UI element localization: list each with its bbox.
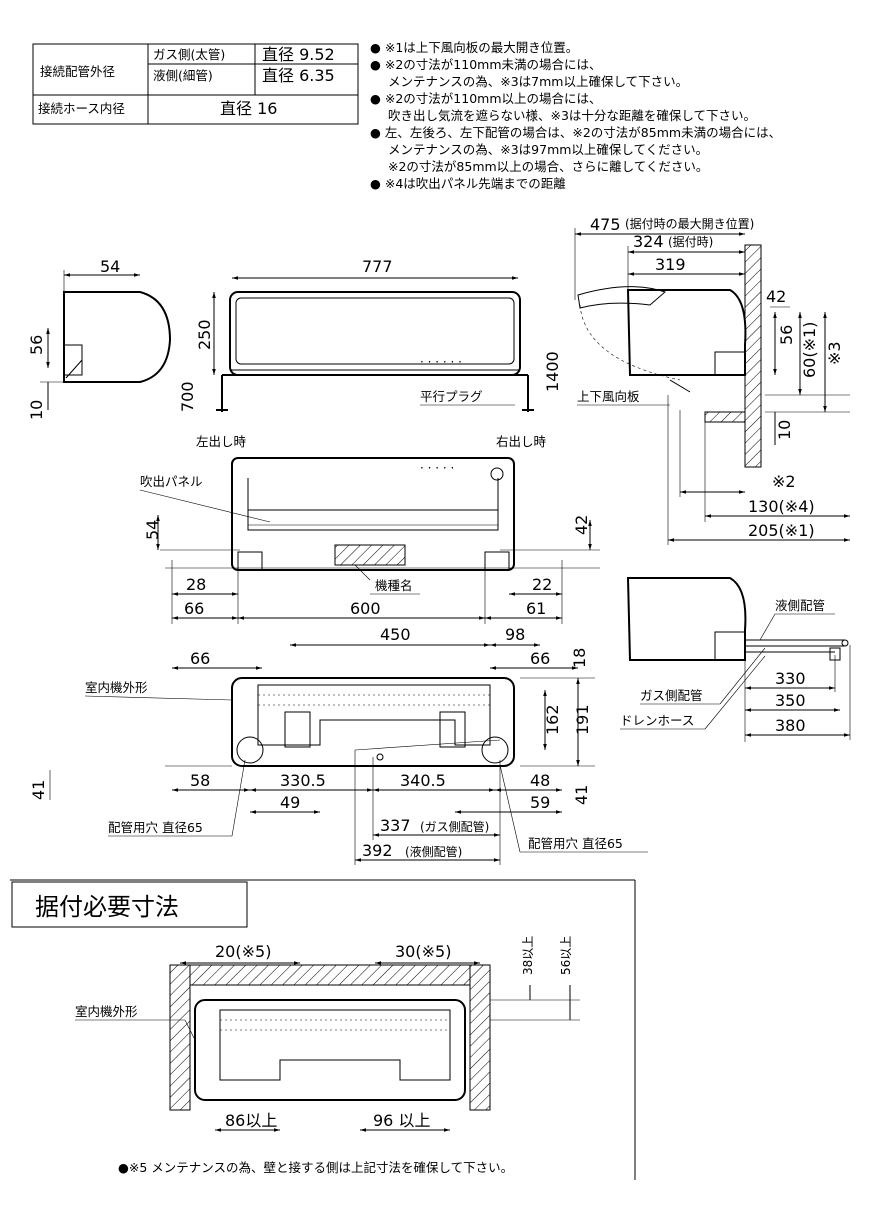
note-line: ※2の寸法が85mm以上の場合、さらに離してください。	[388, 159, 708, 174]
spec-row1-label: 接続配管外径	[40, 64, 115, 79]
dim-41-left: 41	[29, 780, 48, 800]
liquid-value: 直径 6.35	[262, 66, 335, 85]
dim-59: 59	[530, 793, 550, 812]
dim-s2: ※2	[772, 472, 796, 491]
note-line: ● ※4は吹出パネル先端までの距離	[370, 176, 566, 191]
dim-30-s5: 30(※5)	[395, 942, 451, 961]
piping-view: 液側配管 ガス側配管 ドレンホース 330 350 380	[620, 577, 851, 742]
dim-66-back-left: 66	[190, 649, 210, 668]
note-line: ● 左、左後ろ、左下配管の場合は、※2の寸法が85mm未満の場合には、	[370, 125, 781, 140]
gas-value: 直径 9.52	[262, 45, 335, 64]
plug-label: 平行プラグ	[420, 389, 483, 404]
gas-label: ガス側(太管)	[153, 47, 225, 62]
hole-right-label: 配管用穴 直径65	[528, 836, 623, 851]
dim-42-bottom: 42	[572, 515, 591, 535]
hole-left-label: 配管用穴 直径65	[108, 820, 203, 835]
dim-66: 66	[184, 599, 204, 618]
dim-700: 700	[178, 381, 197, 412]
dim-330: 330	[775, 669, 806, 688]
note-line: メンテナンスの為、※3は97mm以上確保してください。	[388, 142, 708, 157]
dim-56-install: 56以上	[559, 936, 573, 975]
dim-777: 777	[362, 257, 393, 276]
dim-10-side: 10	[775, 420, 794, 440]
liquid-pipe-label: 液側配管	[775, 598, 825, 613]
note-line: 吹き出し気流を遮らない様、※3は十分な距離を確保して下さい。	[388, 108, 756, 123]
side-view-small: 54 56 10	[27, 257, 172, 420]
dim-60: 60(※1)	[800, 322, 819, 378]
note-line: ● ※2の寸法が110mm未満の場合には、	[370, 57, 602, 72]
dim-337: 337	[380, 816, 411, 835]
dim-42: 42	[766, 287, 786, 306]
bottom-view: · · · · · 吹出パネル 54 42 28 22 66 600 61 機種…	[139, 457, 600, 624]
dim-61: 61	[526, 599, 546, 618]
dim-28: 28	[186, 575, 206, 594]
dim-86: 86以上	[225, 1111, 277, 1130]
outline-label: 室内機外形	[85, 680, 148, 695]
dim-54-bottom: 54	[143, 520, 162, 540]
dim-18: 18	[570, 648, 589, 668]
panel-label: 吹出パネル	[140, 474, 203, 489]
hose-value: 直径 16	[220, 99, 277, 118]
dim-38: 38以上	[521, 936, 535, 975]
back-view: 450 98 66 66 18 室内機外形 162 191 41 58 330.…	[29, 625, 648, 865]
dim-350: 350	[775, 691, 806, 710]
spec-table: 接続配管外径 ガス側(太管) 直径 9.52 液側(細管) 直径 6.35 接続…	[32, 43, 359, 125]
right-out-label: 右出し時	[496, 434, 547, 449]
drain-hose-label: ドレンホース	[620, 713, 694, 728]
left-out-label: 左出し時	[196, 434, 247, 449]
dim-48: 48	[530, 771, 550, 790]
dim-205: 205(※1)	[748, 521, 815, 540]
dim-450: 450	[380, 625, 411, 644]
note-line: ● ※2の寸法が110mm以上の場合には、	[370, 91, 602, 106]
dim-66-back-right: 66	[530, 649, 550, 668]
louver-label: 上下風向板	[577, 389, 640, 404]
notes: ● ※1は上下風向板の最大開き位置。 ● ※2の寸法が110mm未満の場合には、…	[370, 40, 781, 191]
dim-49: 49	[280, 793, 300, 812]
dim-162: 162	[543, 704, 562, 735]
dim-392: 392	[362, 841, 393, 860]
side-view-wall: 475 (据付時の最大開き位置) 324 (据付時) 319 42 56 60(…	[574, 215, 850, 545]
dim-56: 56	[27, 335, 46, 355]
install-outline-label: 室内機外形	[75, 1004, 138, 1019]
dim-250: 250	[195, 319, 214, 350]
install-section: 据付必要寸法 20(※5) 30(※5) 38以上 56以上 室内機外形 86以…	[10, 879, 636, 1180]
dim-22: 22	[532, 575, 552, 594]
liquid-label: 液側(細管)	[153, 68, 213, 83]
dim-20-s5: 20(※5)	[215, 942, 271, 961]
install-footnote: ●※5 メンテナンスの為、壁と接する側は上記寸法を確保して下さい。	[118, 1160, 513, 1175]
dim-98: 98	[505, 625, 525, 644]
svg-text:· · · · ·: · · · · ·	[420, 461, 454, 475]
dim-191: 191	[573, 704, 592, 735]
dim-380: 380	[775, 716, 806, 735]
dim-324-note: (据付時)	[668, 235, 713, 249]
dim-s3: ※3	[825, 341, 844, 365]
dim-392-note: (液側配管)	[405, 844, 462, 859]
dim-319: 319	[655, 255, 686, 274]
dim-10: 10	[27, 400, 46, 420]
dim-324: 324	[633, 232, 664, 251]
note-line: メンテナンスの為、※3は7mm以上確保して下さい。	[388, 74, 688, 89]
dim-130: 130(※4)	[748, 497, 815, 516]
dim-56-side: 56	[777, 325, 796, 345]
dim-54: 54	[100, 257, 120, 276]
dim-475-note: (据付時の最大開き位置)	[625, 216, 754, 231]
dim-330-5: 330.5	[280, 771, 326, 790]
dim-600: 600	[350, 599, 381, 618]
install-title: 据付必要寸法	[35, 893, 179, 921]
spec-row2-label: 接続ホース内径	[38, 101, 125, 116]
note-line: ● ※1は上下風向板の最大開き位置。	[370, 40, 578, 55]
gas-pipe-label: ガス側配管	[640, 688, 703, 703]
svg-text:· · · · · ·: · · · · · ·	[420, 355, 462, 369]
model-label: 機種名	[375, 578, 413, 593]
dim-96: 96 以上	[373, 1111, 430, 1130]
dim-475: 475	[590, 215, 621, 234]
dim-41-right: 41	[572, 785, 591, 805]
dim-340-5: 340.5	[400, 771, 446, 790]
dim-58: 58	[190, 771, 210, 790]
front-view: 777 · · · · · · 250 700 1400 平行プラグ 左出し時 …	[178, 257, 562, 449]
dim-337-note: (ガス側配管)	[420, 819, 489, 834]
dim-1400: 1400	[543, 351, 562, 392]
